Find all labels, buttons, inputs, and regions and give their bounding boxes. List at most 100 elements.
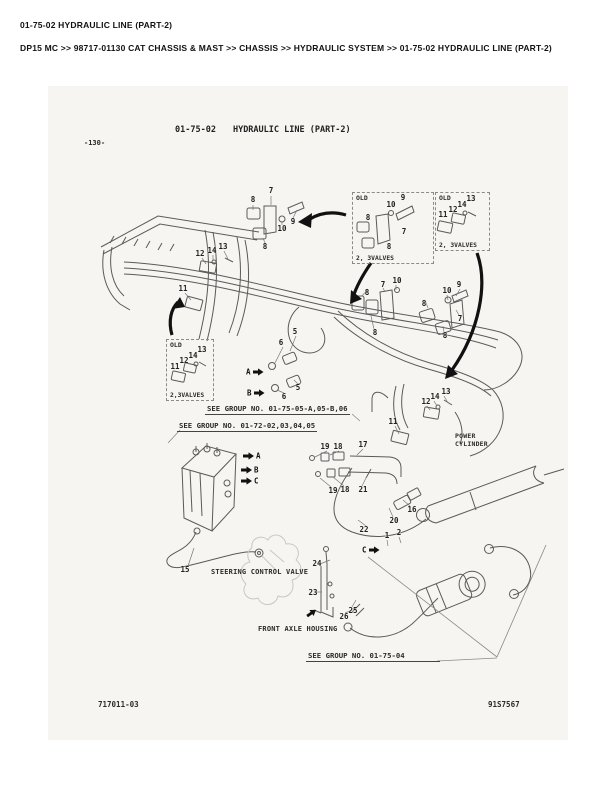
see-group-ref-3: SEE GROUP NO. 01-75-04 bbox=[306, 651, 440, 662]
part-callout: 10 bbox=[392, 276, 402, 286]
part-callout: 11 bbox=[388, 417, 398, 427]
port-arrow-icon bbox=[243, 452, 254, 460]
part-callout: 25 bbox=[348, 606, 358, 616]
part-callout: 19 bbox=[328, 486, 338, 496]
part-callout: 2 bbox=[396, 528, 402, 538]
breadcrumb: DP15 MC >> 98717-01130 CAT CHASSIS & MAS… bbox=[20, 43, 552, 53]
part-callout: 5 bbox=[292, 327, 298, 337]
part-callout: 7 bbox=[457, 314, 463, 324]
part-callout: 18 bbox=[333, 442, 343, 452]
port-arrow-icon bbox=[253, 389, 265, 397]
part-callout: 14 bbox=[207, 246, 217, 256]
part-callout: 23 bbox=[308, 588, 318, 598]
valves-note: 2, 3VALVES bbox=[356, 255, 394, 262]
sheet-code: 91S7567 bbox=[488, 700, 520, 709]
part-callout: 14 bbox=[457, 200, 467, 210]
part-callout: 14 bbox=[188, 351, 198, 361]
part-callout: 24 bbox=[312, 559, 322, 569]
figure-title: 01-75-02 HYDRAULIC LINE (PART-2) bbox=[175, 125, 351, 135]
page-title: 01-75-02 HYDRAULIC LINE (PART-2) bbox=[20, 20, 173, 30]
front-axle-housing-ghost bbox=[240, 534, 302, 605]
port-marker: C bbox=[362, 546, 380, 555]
part-callout: 19 bbox=[320, 442, 330, 452]
figure-name: HYDRAULIC LINE (PART-2) bbox=[232, 125, 351, 135]
valves-note: 2, 3VALVES bbox=[439, 242, 477, 249]
part-callout: 8 bbox=[365, 213, 371, 223]
part-callout: 10 bbox=[386, 200, 396, 210]
part-callout: 15 bbox=[180, 565, 190, 575]
part-callout: 8 bbox=[262, 242, 268, 252]
port-label: C bbox=[254, 476, 259, 486]
old-label: OLD bbox=[356, 194, 368, 202]
old-parts-box-3: OLD 2,3VALVES bbox=[166, 339, 214, 401]
valves-note: 2,3VALVES bbox=[170, 392, 205, 399]
part-callout: 22 bbox=[359, 525, 369, 535]
front-axle-housing-label: FRONT AXLE HOUSING bbox=[258, 625, 338, 633]
direction-arrows bbox=[168, 211, 484, 379]
part-callout: 11 bbox=[178, 284, 188, 294]
port-label: B bbox=[254, 465, 259, 475]
part-callout: 26 bbox=[339, 612, 349, 622]
part-callout: 6 bbox=[281, 392, 287, 402]
part-callout: 9 bbox=[400, 193, 406, 203]
part-callout: 13 bbox=[466, 194, 476, 204]
part-callout: 8 bbox=[442, 331, 448, 341]
power-cylinder-label: POWER CYLINDER bbox=[455, 432, 488, 448]
part-callout: 10 bbox=[442, 286, 452, 296]
part-callout: 9 bbox=[290, 217, 296, 227]
old-label: OLD bbox=[170, 341, 182, 349]
part-callout: 8 bbox=[372, 328, 378, 338]
port-label: A bbox=[246, 367, 251, 377]
part-callout: 12 bbox=[421, 397, 431, 407]
part-callout: 18 bbox=[340, 485, 350, 495]
port-marker: C bbox=[241, 477, 259, 486]
part-callout: 17 bbox=[358, 440, 368, 450]
part-callout: 8 bbox=[364, 288, 370, 298]
port-label: A bbox=[256, 451, 261, 461]
part-callout: 12 bbox=[195, 249, 205, 259]
part-callout: 9 bbox=[456, 280, 462, 290]
port-arrow-icon bbox=[252, 368, 264, 376]
part-callout: 6 bbox=[278, 338, 284, 348]
part-callout: 8 bbox=[421, 299, 427, 309]
scanned-diagram-sheet bbox=[48, 86, 568, 740]
port-label: B bbox=[247, 388, 252, 398]
part-callout: 11 bbox=[170, 362, 180, 372]
page-number-marker: -130- bbox=[84, 139, 106, 147]
part-callout: 21 bbox=[358, 485, 368, 495]
port-arrow-icon bbox=[241, 477, 252, 485]
part-callout: 8 bbox=[386, 242, 392, 252]
old-parts-box-2: OLD 2, 3VALVES bbox=[435, 192, 490, 251]
part-callout: 10 bbox=[277, 224, 287, 234]
port-arrow-icon bbox=[241, 466, 252, 474]
drawing-number: 717011-03 bbox=[98, 700, 139, 709]
part-callout: 16 bbox=[407, 505, 417, 515]
part-callout: 1 bbox=[384, 531, 390, 541]
part-callout: 14 bbox=[430, 392, 440, 402]
part-callout: 13 bbox=[197, 345, 207, 355]
part-callout: 13 bbox=[441, 387, 451, 397]
port-marker: A bbox=[243, 452, 261, 461]
port-marker bbox=[306, 609, 317, 617]
part-callout: 7 bbox=[268, 186, 274, 196]
part-callout: 7 bbox=[380, 280, 386, 290]
part-callout: 13 bbox=[218, 242, 228, 252]
part-callout: 20 bbox=[389, 516, 399, 526]
leader-lines bbox=[184, 196, 461, 614]
see-group-ref-1: SEE GROUP NO. 01-75-05-A,05-B,06 bbox=[205, 404, 350, 415]
part-callout: 8 bbox=[250, 195, 256, 205]
port-marker: A bbox=[246, 368, 264, 377]
steering-control-valve-label: STEERING CONTROL VALVE bbox=[211, 568, 309, 576]
see-group-ref-2: SEE GROUP NO. 01-72-02,03,04,05 bbox=[177, 421, 318, 432]
part-callout: 5 bbox=[295, 383, 301, 393]
old-label: OLD bbox=[439, 194, 451, 202]
part-callout: 12 bbox=[179, 356, 189, 366]
figure-code: 01-75-02 bbox=[175, 125, 216, 135]
port-marker: B bbox=[241, 466, 259, 475]
part-callout: 11 bbox=[438, 210, 448, 220]
part-callout: 12 bbox=[448, 205, 458, 215]
port-label: C bbox=[362, 545, 367, 555]
port-marker: B bbox=[247, 389, 265, 398]
